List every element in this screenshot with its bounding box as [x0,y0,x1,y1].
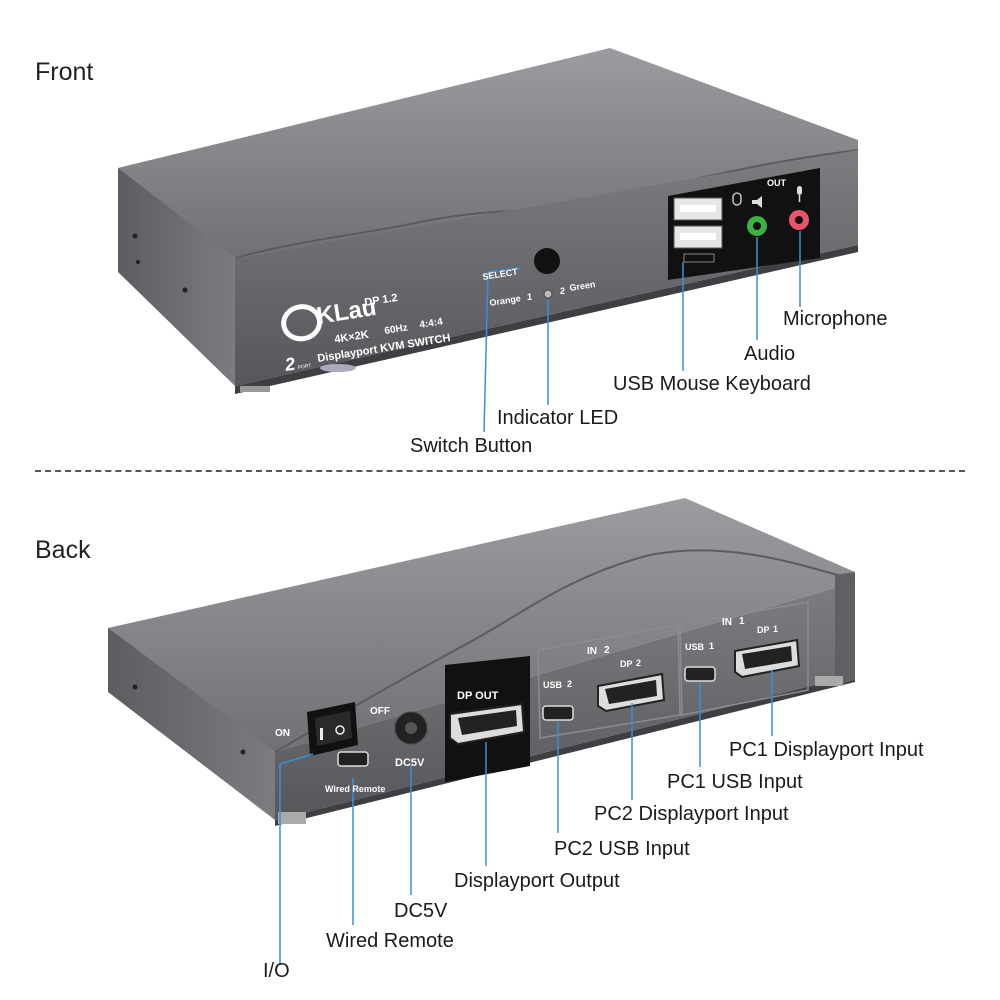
spec-hz: 60Hz [384,322,409,337]
spec-res: 4K×2K [334,329,370,346]
in1-label: IN [722,617,732,628]
spec-chroma: 4:4:4 [419,316,444,331]
usb2-label: USB [543,680,563,690]
callout-pc2-usb-input: PC2 USB Input [554,838,690,860]
front-device-left-side [118,168,235,386]
usb1-label: USB [685,642,705,652]
orange-label: Orange [489,293,522,308]
in1-group [679,601,809,716]
callout-wired-remote: Wired Remote [326,930,454,952]
dp2-label: DP [620,659,633,669]
callout-switch-button: Switch Button [410,435,533,457]
callout-pc2-dp-input: PC2 Displayport Input [594,803,789,825]
in2-label: IN [587,646,597,657]
spec-dp: DP 1.2 [364,292,399,309]
port-count: 2 [283,354,297,375]
front-device [118,48,859,394]
dp2-num: 2 [636,658,641,668]
line-switch-button [483,267,522,433]
section-divider [35,470,965,472]
callout-lines [279,231,801,965]
callout-indicator-led: Indicator LED [497,407,619,429]
front-device-top [118,48,858,258]
callout-microphone: Microphone [783,308,888,330]
in1-num: 1 [739,616,745,627]
brand-logo [281,304,323,342]
port-word: PORT [297,363,312,371]
callout-audio: Audio [744,343,796,365]
dp1-label: DP [757,625,770,635]
in2-group [537,624,681,739]
back-device [108,498,856,826]
dp-out-label: DP OUT [457,690,499,702]
indicator-led [543,289,553,299]
line-io [279,753,314,965]
on-label: ON [275,728,290,739]
callout-usb-mouse-keyboard: USB Mouse Keyboard [613,373,811,395]
dc5v-label: DC5V [395,757,425,769]
orange-num: 1 [527,292,532,302]
front-section-title: Front [35,58,94,86]
green-num: 2 [560,286,565,296]
back-device-top [108,498,855,752]
select-button [534,248,560,274]
wired-remote-port [337,751,369,767]
back-device-left-side [108,628,275,820]
back-device-face [275,582,855,820]
dp1-num: 1 [773,624,778,634]
back-section-title: Back [35,536,91,564]
callout-pc1-dp-input: PC1 Displayport Input [729,739,924,761]
green-label: Green [569,279,596,293]
usb2-port [542,705,574,721]
off-label: OFF [370,706,390,717]
back-printed-labels: ON OFF Wired Remote DC5V DP OUT IN 2 USB… [275,616,778,794]
front-port-panel [668,168,820,280]
wired-remote-label: Wired Remote [325,784,385,794]
usb1-port [684,666,716,682]
usb2-num: 2 [567,679,572,689]
usb1-num: 1 [709,641,714,651]
in2-num: 2 [604,645,610,656]
callout-io: I/O [263,960,290,982]
callout-pc1-usb-input: PC1 USB Input [667,771,803,793]
callout-dc5v: DC5V [394,900,448,922]
out-label: OUT [767,178,787,188]
callout-dp-output: Displayport Output [454,870,620,892]
